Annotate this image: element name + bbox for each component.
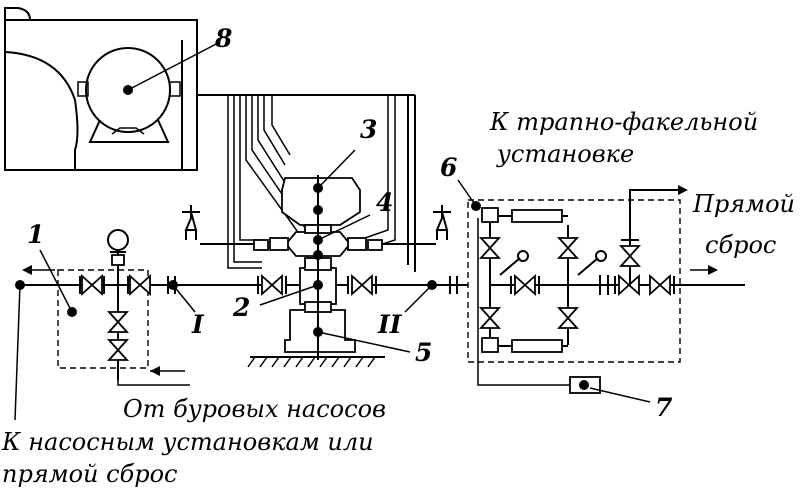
caption-from-pumps: От буровых насосов <box>123 397 386 421</box>
label-7: 7 <box>655 395 672 420</box>
label-3: 3 <box>360 117 377 142</box>
label-roman-II: II <box>378 312 401 337</box>
label-6: 6 <box>440 155 457 180</box>
caption-flare-1: К трапно-факельной <box>490 110 758 134</box>
caption-direct-2: сброс <box>705 233 776 257</box>
wellhead-stack <box>182 150 451 367</box>
label-roman-I: I <box>192 312 204 337</box>
label-2: 2 <box>233 295 250 320</box>
caption-direct-1: Прямой <box>693 192 795 216</box>
label-1: 1 <box>27 222 44 247</box>
control-unit-8 <box>5 8 415 170</box>
choke-manifold-6 <box>458 180 718 402</box>
caption-to-pumps-2: прямой сброс <box>2 462 178 486</box>
label-5: 5 <box>415 340 432 365</box>
caption-to-pumps-1: К насосным установкам или <box>2 430 374 454</box>
caption-flare-2: установке <box>497 142 634 166</box>
pump-manifold-1 <box>40 230 190 385</box>
label-8: 8 <box>215 26 232 51</box>
label-4: 4 <box>376 190 393 215</box>
